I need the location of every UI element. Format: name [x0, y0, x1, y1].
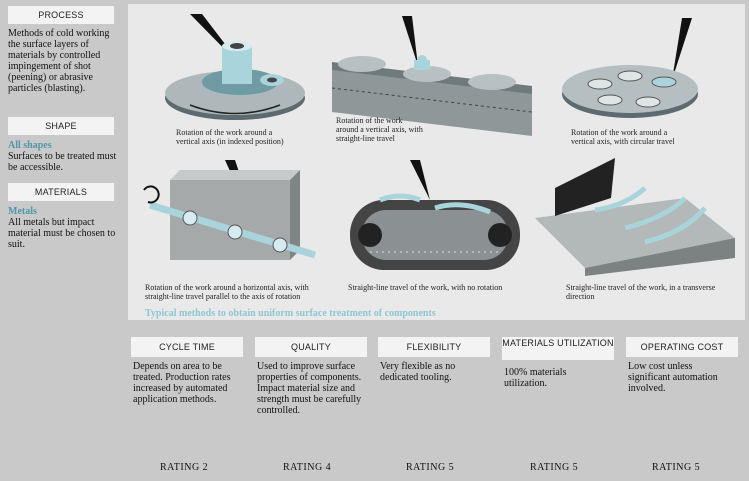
materials-section: Metals All metals but impact material mu… — [8, 206, 120, 250]
figure-caption-1: Rotation of the work around a vertical a… — [176, 128, 284, 146]
figure-circular-travel — [562, 18, 698, 118]
operating-cost-rating: RATING 5 — [652, 462, 701, 473]
materials-utilization-heading: MATERIALS UTILIZATION — [502, 337, 614, 360]
operating-cost-description: Low cost unless significant automation i… — [628, 361, 718, 394]
figure-caption-6: Straight-line travel of the work, in a t… — [566, 283, 716, 301]
materials-utilization-description: 100% materials utilization. — [504, 367, 567, 389]
shape-heading: SHAPE — [8, 117, 114, 135]
figure-horizontal-rotation — [143, 160, 317, 260]
flexibility-description: Very flexible as no dedicated tooling. — [380, 361, 456, 383]
quality-description: Used to improve surface properties of co… — [257, 361, 362, 416]
operating-cost-heading: OPERATING COST — [626, 337, 738, 357]
figure-vertical-rotation-straight-travel — [332, 16, 533, 136]
flexibility-heading: FLEXIBILITY — [378, 337, 490, 357]
figure-caption-2: Rotation of the work around a vertical a… — [336, 116, 423, 143]
cycle-time-description: Depends on area to be treated. Productio… — [133, 361, 231, 405]
shape-description: Surfaces to be treated must be accessibl… — [8, 151, 117, 173]
figure-indexed-rotation — [165, 14, 305, 120]
quality-rating: RATING 4 — [283, 462, 332, 473]
quality-heading: QUALITY — [255, 337, 367, 357]
materials-heading: MATERIALS — [8, 183, 114, 201]
flexibility-rating: RATING 5 — [406, 462, 455, 473]
cycle-time-rating: RATING 2 — [160, 462, 209, 473]
figure-caption-4: Rotation of the work around a horizontal… — [145, 283, 309, 301]
figure-straight-line-no-rotation — [350, 160, 520, 270]
materials-description: All metals but impact material must be c… — [8, 217, 116, 250]
cycle-time-heading: CYCLE TIME — [131, 337, 243, 357]
figure-caption-3: Rotation of the work around a vertical a… — [571, 128, 675, 146]
materials-utilization-rating: RATING 5 — [530, 462, 579, 473]
figure-main-caption: Typical methods to obtain uniform surfac… — [145, 308, 436, 319]
process-heading: PROCESS — [8, 6, 114, 24]
figure-transverse-travel — [535, 158, 735, 276]
process-description: Methods of cold working the surface laye… — [8, 28, 110, 94]
shape-section: All shapes Surfaces to be treated must b… — [8, 140, 120, 173]
figure-caption-5: Straight-line travel of the work, with n… — [348, 283, 503, 292]
shape-highlight: All shapes — [8, 140, 52, 151]
materials-highlight: Metals — [8, 206, 37, 217]
